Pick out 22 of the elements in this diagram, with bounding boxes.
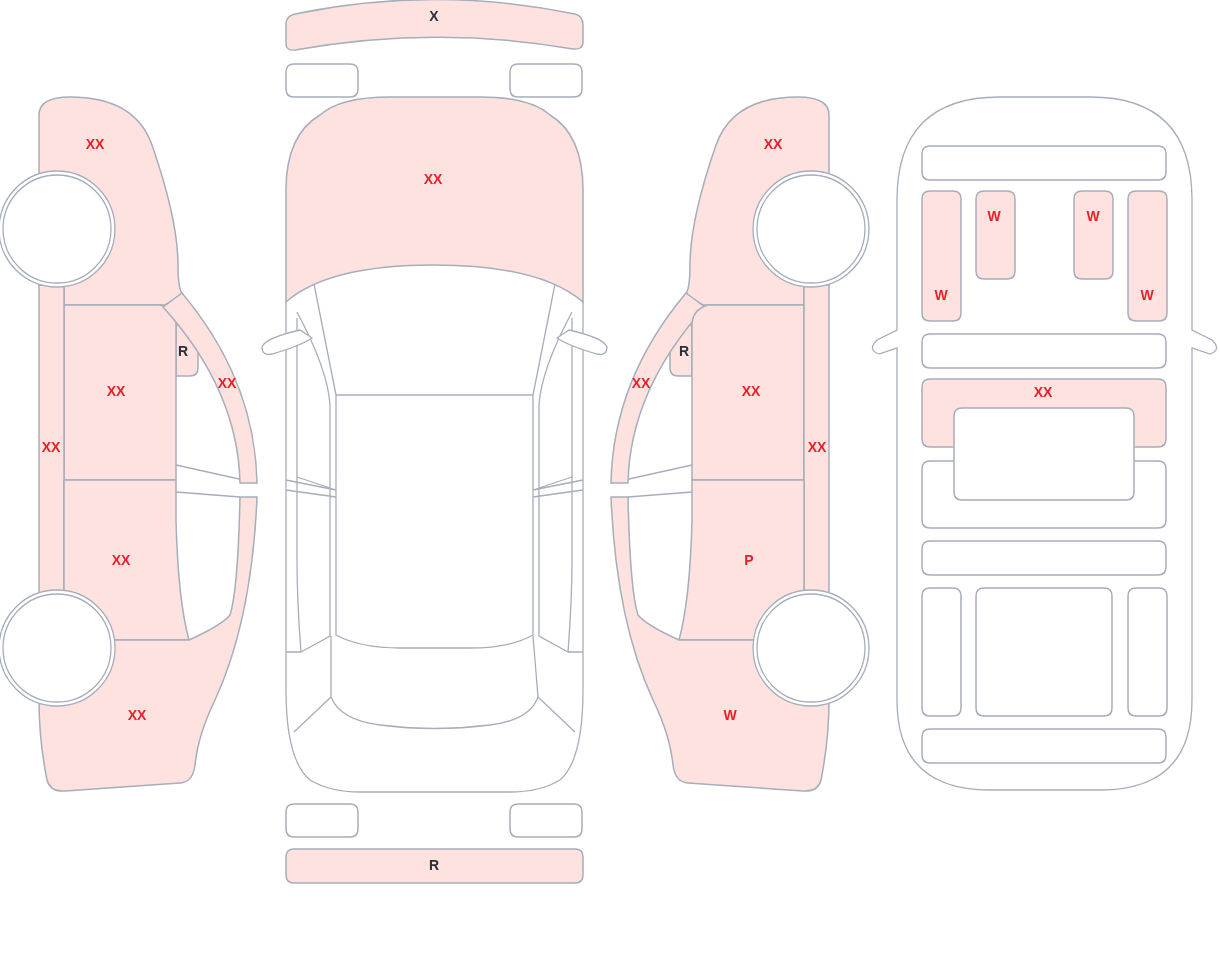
- damage-code: XX: [807, 440, 827, 454]
- damage-code: XX: [763, 137, 783, 151]
- damage-code: W: [1086, 209, 1100, 223]
- damage-code: X: [429, 9, 439, 23]
- damage-code: XX: [631, 376, 651, 390]
- damage-code: P: [744, 553, 754, 567]
- damage-code: R: [428, 858, 440, 872]
- damage-code: XX: [741, 384, 761, 398]
- damage-code: XX: [41, 440, 61, 454]
- damage-code: XX: [106, 384, 126, 398]
- damage-code: XX: [423, 172, 443, 186]
- damage-code: XX: [217, 376, 237, 390]
- damage-code: R: [678, 344, 690, 358]
- damage-code: XX: [85, 137, 105, 151]
- damage-code: W: [987, 209, 1001, 223]
- damage-code: W: [723, 708, 737, 722]
- damage-code: W: [934, 288, 948, 302]
- damage-code: XX: [1033, 385, 1053, 399]
- damage-code: W: [1140, 288, 1154, 302]
- damage-code: XX: [127, 708, 147, 722]
- damage-code: R: [177, 344, 189, 358]
- damage-code: XX: [111, 553, 131, 567]
